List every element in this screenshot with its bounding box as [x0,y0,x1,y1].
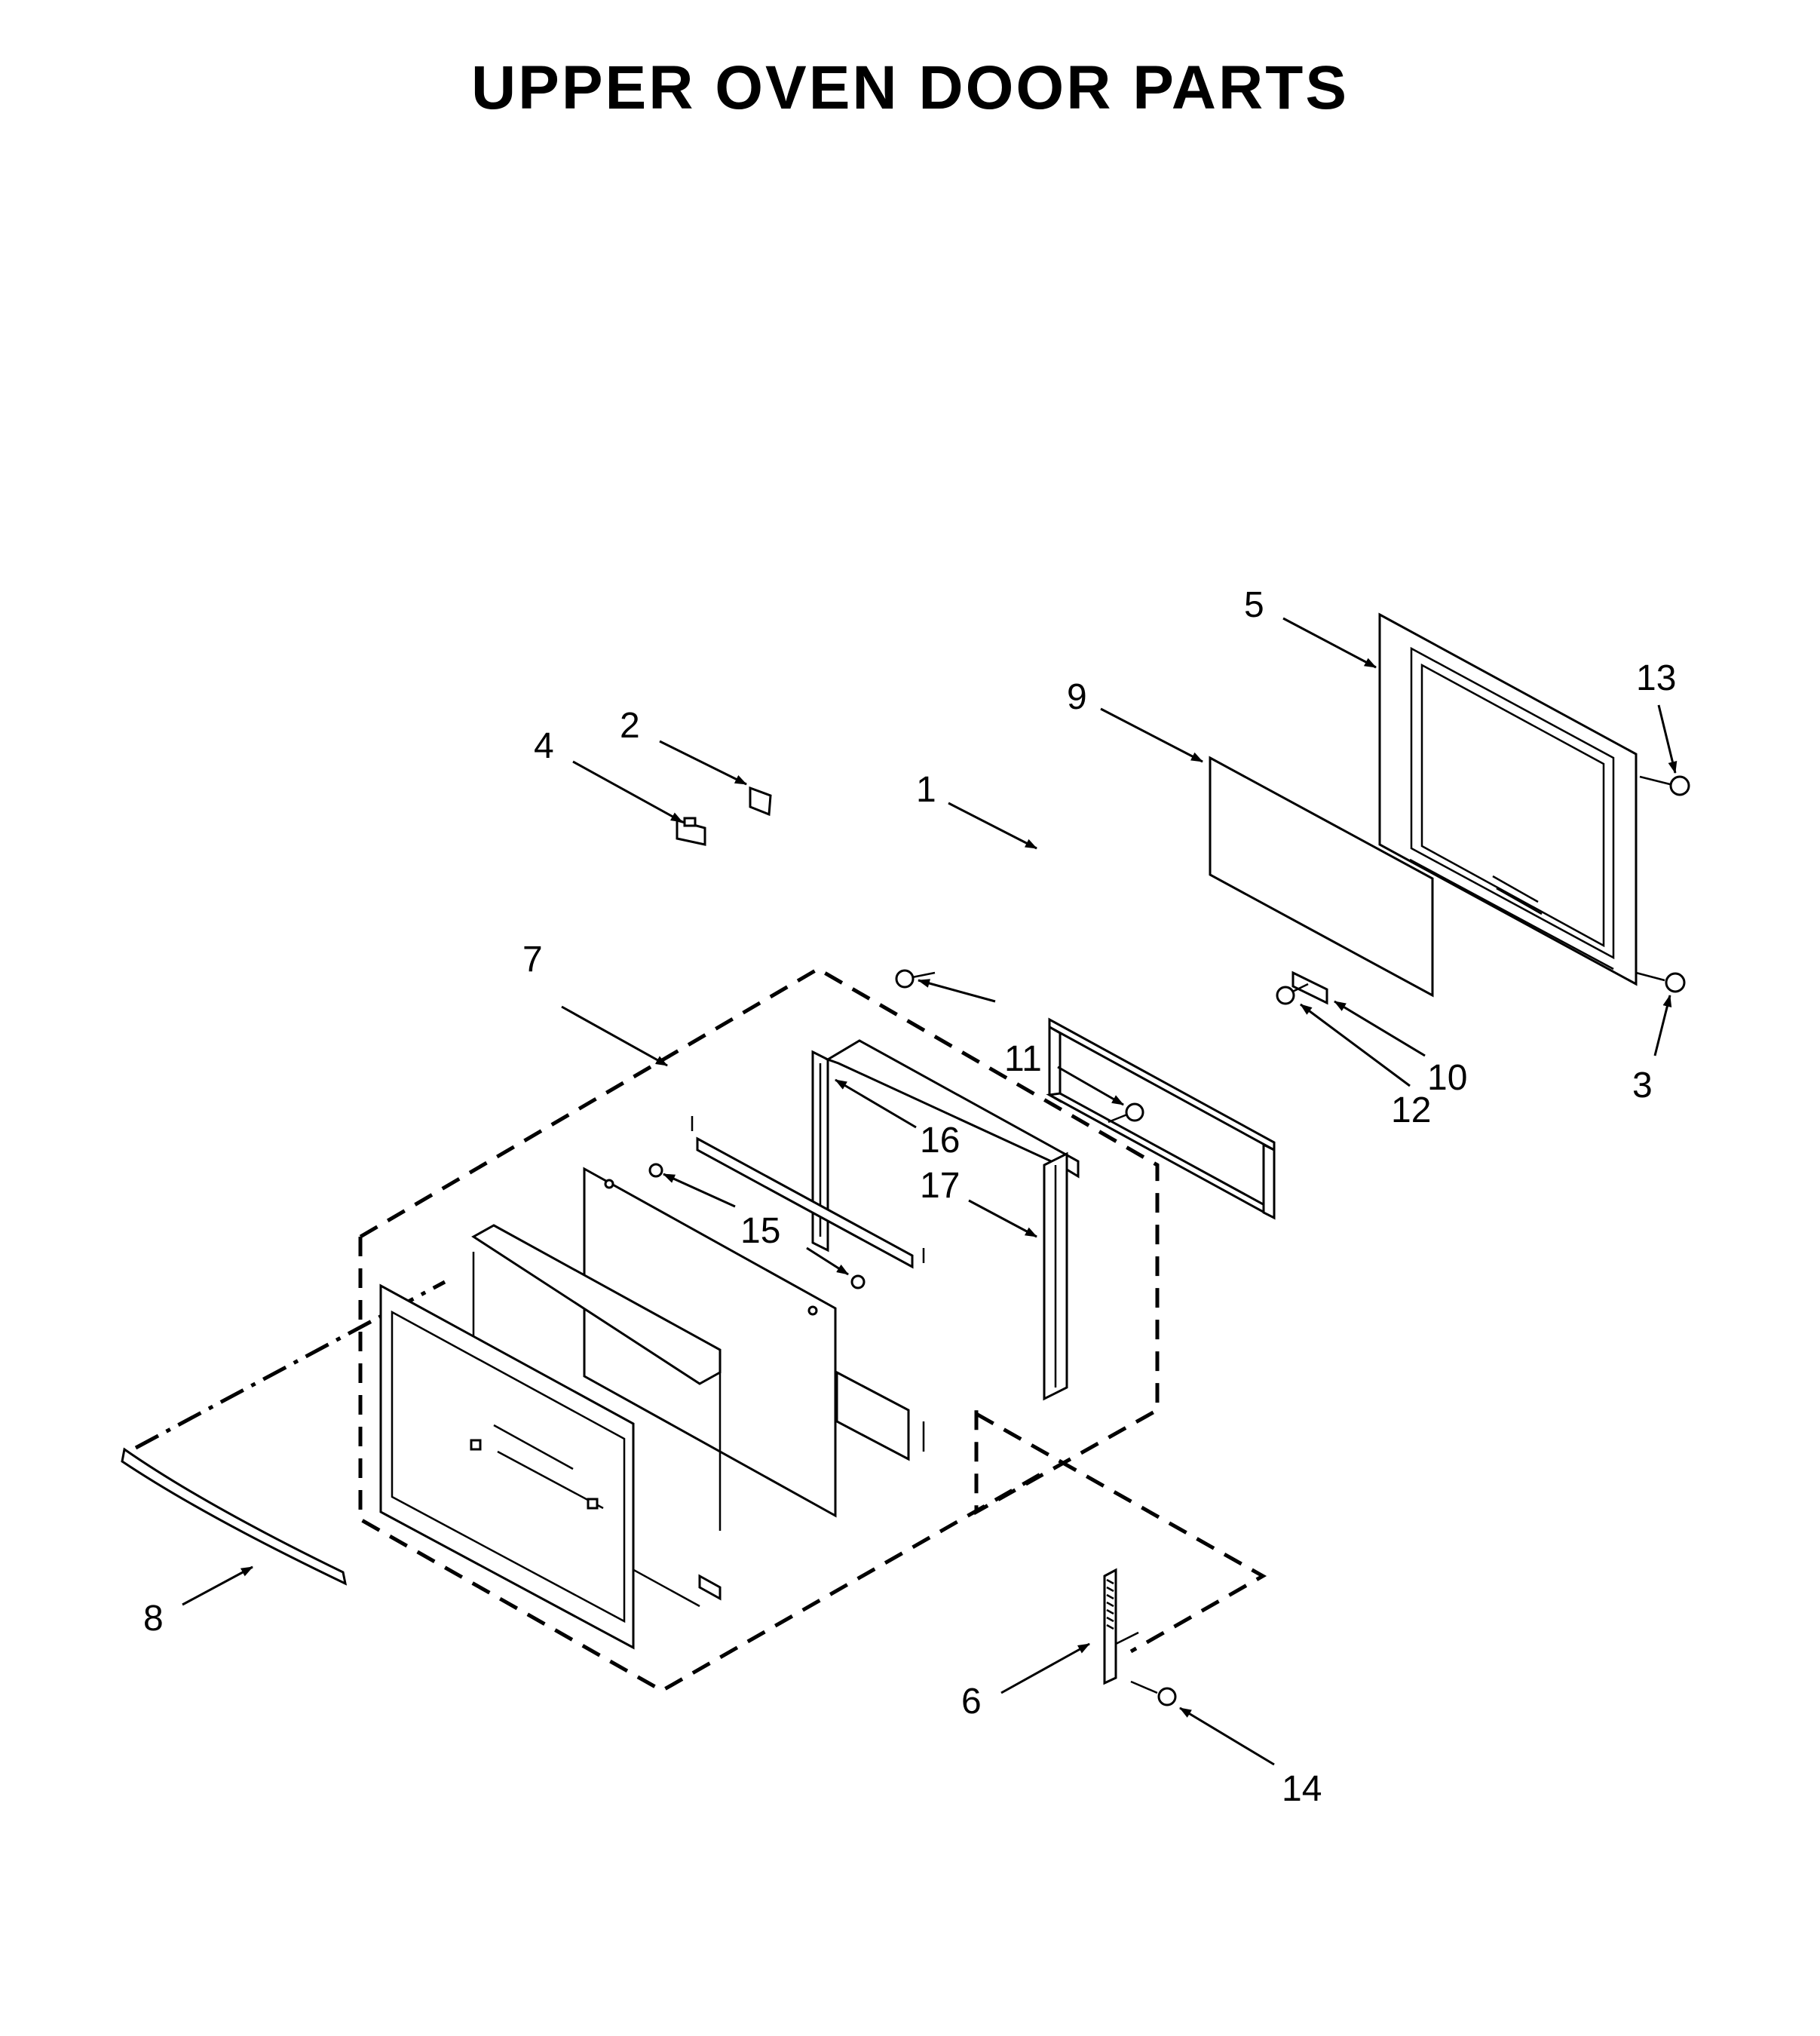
glass-pack-frame-drawn-final [1046,1017,1276,1220]
callout-15: 15 [740,1211,780,1251]
callout-7: 7 [522,940,543,980]
callout-11: 11 [1004,1039,1042,1079]
callout-13: 13 [1636,658,1676,698]
callout-labels: 1 2 3 4 5 6 7 8 9 10 11 12 13 14 15 16 1… [143,585,1676,1809]
screw-13 [1639,775,1690,796]
screw-3 [1635,971,1686,993]
screw-12 [1276,983,1309,1005]
callout-4: 4 [534,726,554,766]
dashed-assembly-outline [358,967,1267,1693]
page-title-overlay: UPPER OVEN DOOR PARTS [470,54,1350,122]
top-channel [825,1039,1080,1179]
callout-2: 2 [620,706,640,746]
callout-14: 14 [1282,1769,1322,1809]
screw-11b [1108,1102,1144,1124]
callout-10: 10 [1427,1058,1467,1098]
bracket-10 [1291,970,1328,1005]
hinge-6 [1103,1568,1139,1685]
screw-14 [1130,1680,1177,1706]
outer-door-panel [379,1283,635,1650]
callout-17: 17 [920,1166,960,1206]
gasket-strips [691,1116,925,1461]
clip-2 [749,786,772,817]
leader-arrows [182,617,1678,1766]
callout-9: 9 [1067,677,1087,717]
callout-5: 5 [1244,585,1264,625]
callout-3: 3 [1632,1066,1653,1105]
callout-12: 12 [1391,1090,1431,1130]
side-channel-17 [1043,1151,1068,1401]
screw-11a [895,969,936,989]
callout-8: 8 [143,1599,164,1639]
callout-1: 1 [916,770,936,810]
door-handle [121,1447,348,1586]
callout-16: 16 [920,1121,960,1161]
inner-glass [1209,756,1434,998]
clip-4 [676,817,706,846]
callout-6: 6 [961,1682,982,1722]
door-liner [1378,612,1638,986]
